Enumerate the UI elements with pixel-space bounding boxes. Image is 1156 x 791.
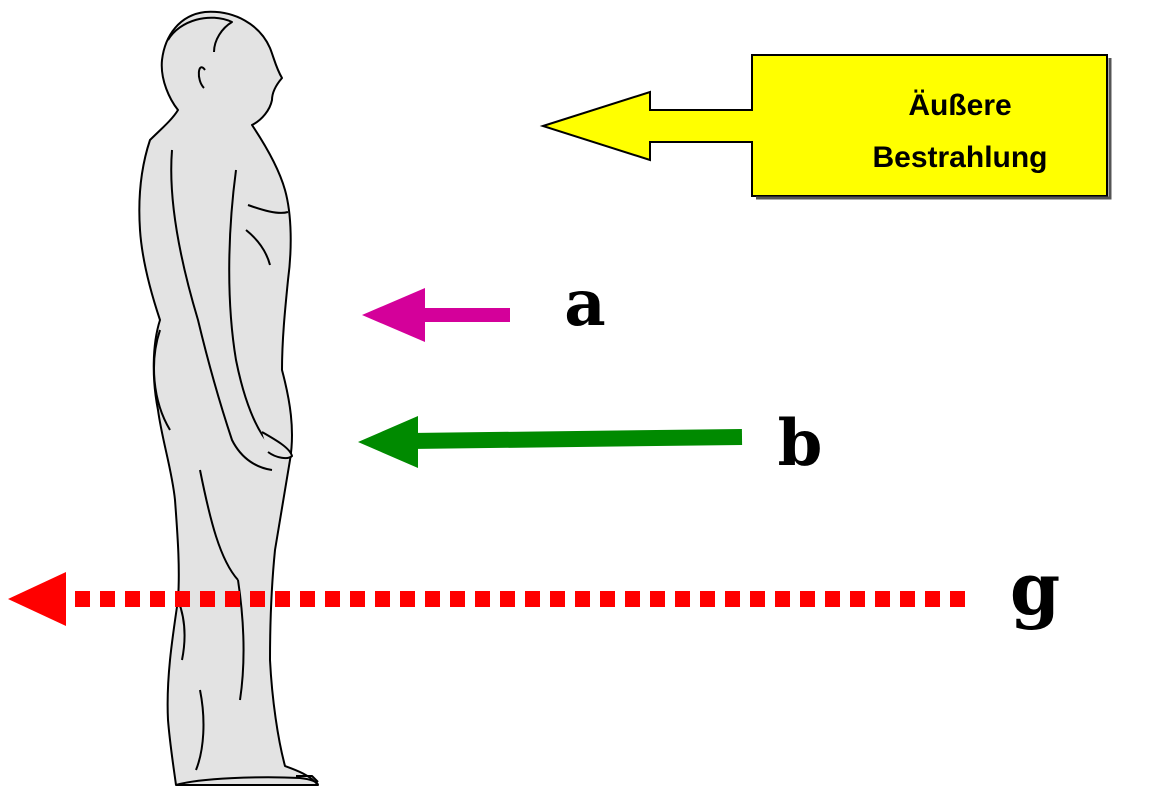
ray-b: b [358,406,822,481]
ray-g-label: g [1010,546,1060,631]
ray-b-label: b [778,406,823,481]
human-figure-icon [139,12,318,785]
ray-a-label: a [564,266,605,341]
external-irradiation-callout: Äußere Bestrahlung [543,55,1110,198]
ray-a: a [362,266,606,342]
callout-arrow-shape [543,55,1107,196]
ray-b-shaft [410,437,742,441]
ray-a-arrowhead [362,288,425,342]
ray-g: g [8,546,1060,631]
ray-b-arrowhead [358,416,418,468]
ray-g-arrowhead [8,572,66,626]
callout-line1: Äußere [908,89,1011,122]
callout-line2: Bestrahlung [872,141,1047,174]
